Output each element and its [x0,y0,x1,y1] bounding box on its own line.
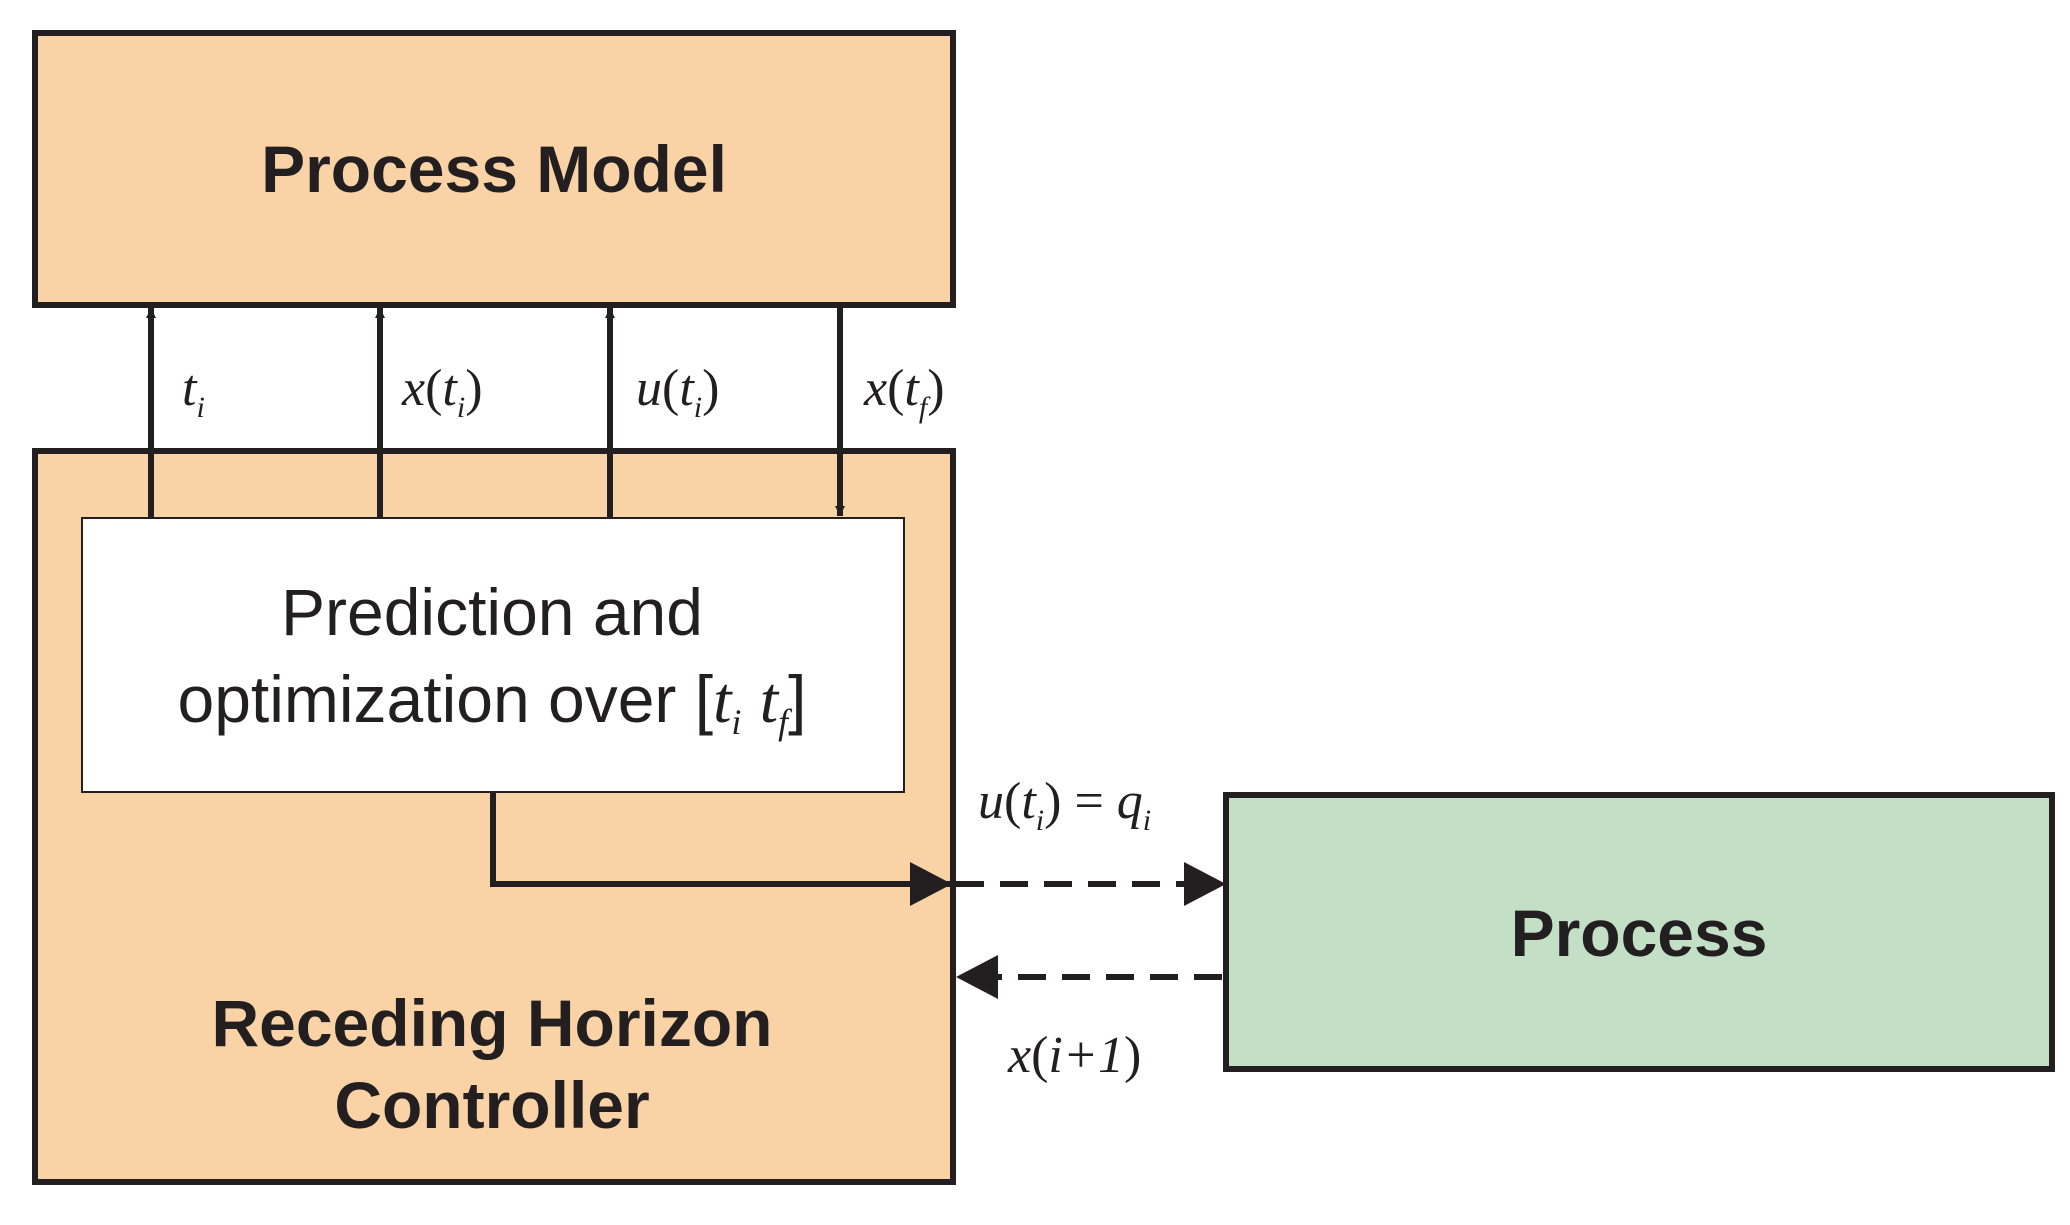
interval-end: t [760,664,780,737]
prediction-block [81,517,905,793]
prediction-label-line1: Prediction and [281,575,703,649]
prediction-label-line2: optimization over [ti tf] [178,662,807,742]
label-t-i: ti [182,360,205,424]
control-output-path [490,792,950,889]
process-model-title: Process Model [261,132,727,206]
control-output-arrowhead [910,862,952,906]
label-x-tf: x(tf) [863,360,945,424]
process-model-block [32,30,956,308]
label-control-output: u(ti) = qi [978,773,1151,837]
control-input-arrowhead [1184,862,1226,906]
feedback-arrowhead [956,955,998,999]
label-x-ti: x(ti) [401,360,483,424]
prediction-label-prefix: optimization over [ [178,662,714,736]
process-title: Process [1511,896,1768,970]
label-feedback: x(i+1) [1007,1027,1141,1084]
process-block [1223,792,2055,1072]
controller-title-line1: Receding Horizon [211,986,772,1060]
interval-start: t [713,664,733,737]
label-u-ti: u(ti) [636,360,719,424]
controller-title-line2: Controller [334,1068,649,1142]
interval-start-sub: i [731,702,741,742]
